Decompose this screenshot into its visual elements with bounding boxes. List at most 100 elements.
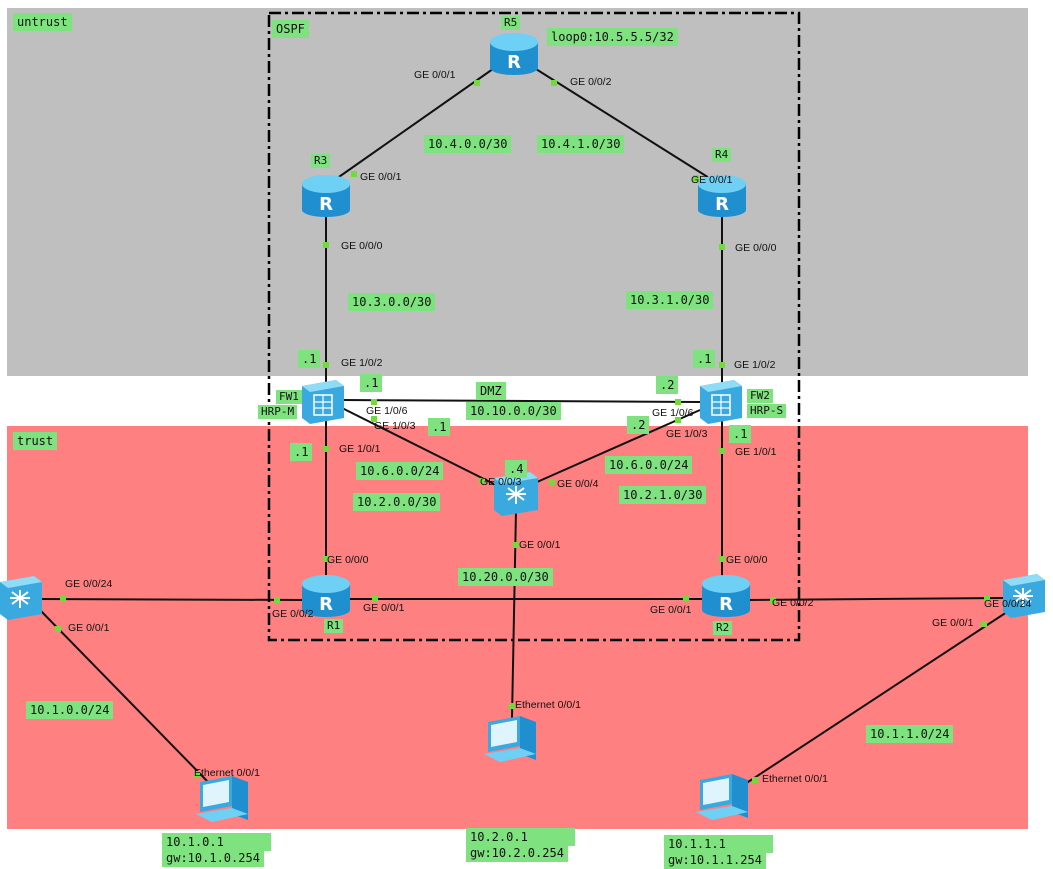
svg-text:R: R: [507, 52, 521, 73]
port-label: GE 0/0/0: [726, 554, 768, 566]
subnet-label: 10.3.1.0/30: [626, 291, 714, 309]
port-label: GE 0/0/0: [735, 242, 777, 254]
link-r5-r3: [325, 63, 501, 187]
port-label: GE 0/0/0: [341, 240, 383, 252]
subnet-label: 10.3.0.0/30: [348, 293, 436, 311]
port-label: GE 0/0/24: [65, 578, 113, 590]
router-r4-icon: R: [698, 175, 746, 217]
port-label: GE 0/0/1: [68, 622, 110, 634]
port-label: GE 1/0/6: [366, 405, 408, 417]
svg-text:R: R: [715, 194, 729, 215]
port-label: Ethernet 0/0/1: [194, 767, 260, 779]
fw1-ge103-address: .1: [428, 418, 451, 436]
port-label: GE 1/0/1: [339, 443, 381, 455]
fw2-ge103-address: .2: [627, 416, 650, 434]
port-label: GE 0/0/1: [932, 617, 974, 629]
link-swl-r1: [39, 598, 305, 601]
switch-address: .4: [505, 460, 528, 478]
port-label: GE 0/0/2: [272, 608, 314, 620]
loopback-label: loop0:10.5.5.5/32: [547, 28, 678, 46]
port-label: GE 0/0/1: [650, 604, 692, 616]
port-label: GE 1/0/2: [341, 357, 383, 369]
link-sw-pc2: [511, 509, 517, 719]
pc-2-icon: [484, 716, 536, 762]
subnet-label: 10.4.0.0/30: [424, 135, 512, 153]
router-r2-icon: R: [702, 575, 750, 617]
svg-text:R: R: [719, 594, 733, 615]
pc1-gw-label: gw:10.1.0.254: [162, 849, 264, 867]
svg-text:R: R: [319, 194, 333, 215]
port-label: GE 0/0/2: [772, 597, 814, 609]
device-label-r3: R3: [311, 154, 331, 168]
port-label: GE 0/0/3: [480, 476, 522, 488]
device-label-fw2-role: HRP-S: [747, 404, 787, 418]
pc3-gw-label: gw:10.1.1.254: [664, 851, 766, 869]
subnet-label: 10.10.0.0/30: [466, 402, 561, 420]
pc3-ip-label: 10.1.1.1: [664, 835, 773, 853]
subnet-label: 10.1.0.0/24: [26, 701, 114, 719]
port-label: GE 0/0/0: [327, 554, 369, 566]
port-label: GE 0/0/1: [519, 539, 561, 551]
subnet-label: 10.6.0.0/24: [605, 456, 693, 474]
port-label: GE 0/0/2: [570, 76, 612, 88]
device-label-fw1-role: HRP-M: [258, 405, 298, 419]
pc2-ip-label: 10.2.0.1: [466, 828, 575, 846]
device-label-fw2: FW2: [747, 389, 773, 403]
port-label: GE 0/0/1: [414, 69, 456, 81]
fw2-ge101-address: .1: [729, 425, 752, 443]
subnet-label: 10.6.0.0/24: [356, 462, 444, 480]
port-label: GE 1/0/3: [374, 420, 416, 432]
device-label-r4: R4: [712, 148, 732, 162]
port-label: GE 0/0/4: [557, 478, 599, 490]
port-label: Ethernet 0/0/1: [515, 699, 581, 711]
device-label-r5: R5: [501, 16, 521, 30]
link-swr-pc3: [744, 609, 1011, 785]
fw1-ge101-address: .1: [290, 443, 313, 461]
link-fw1-fw2: [341, 399, 701, 403]
ospf-area-label: OSPF: [272, 20, 309, 38]
untrust-zone-label: untrust: [13, 13, 72, 31]
link-r2-swr: [747, 597, 1004, 601]
port-label: GE 1/0/2: [734, 359, 776, 371]
fw1-ge102-address: .1: [298, 350, 321, 368]
ospf-boundary: [267, 11, 801, 642]
subnet-label: 10.2.1.0/30: [619, 486, 707, 504]
router-r5-icon: R: [490, 33, 538, 75]
pc2-gw-label: gw:10.2.0.254: [466, 844, 568, 862]
pc-1-icon: [196, 776, 248, 822]
port-label: GE 1/0/1: [735, 446, 777, 458]
port-label: GE 0/0/1: [363, 602, 405, 614]
link-swl-pc1: [39, 609, 211, 785]
dmz-zone-label: DMZ: [476, 382, 506, 400]
fw2-ge106-address: .2: [656, 376, 679, 394]
port-label: GE 0/0/1: [360, 171, 402, 183]
fw1-ge106-address: .1: [360, 374, 383, 392]
subnet-label: 10.2.0.0/30: [353, 493, 441, 511]
port-label: GE 1/0/6: [652, 407, 694, 419]
port-label: GE 0/0/24: [984, 598, 1032, 610]
router-r3-icon: R: [302, 175, 350, 217]
subnet-label: 10.4.1.0/30: [537, 135, 625, 153]
subnet-label: 10.20.0.0/30: [458, 568, 553, 586]
device-label-r2: R2: [713, 621, 733, 635]
fw2-ge102-address: .1: [693, 350, 716, 368]
switch-left-icon: [0, 576, 42, 620]
router-r1-icon: R: [302, 575, 350, 617]
device-label-fw1: FW1: [276, 390, 302, 404]
trust-zone-label: trust: [13, 432, 58, 450]
port-label: GE 1/0/3: [666, 428, 708, 440]
firewall-fw2-icon: [700, 380, 742, 424]
device-label-r1: R1: [324, 619, 344, 633]
pc1-ip-label: 10.1.0.1: [162, 833, 271, 851]
subnet-label: 10.1.1.0/24: [866, 725, 954, 743]
switch-right-icon: [1003, 574, 1045, 618]
firewall-fw1-icon: [302, 380, 344, 424]
port-label: GE 0/0/1: [691, 174, 733, 186]
link-fw2-sw: [527, 409, 701, 487]
pc-3-icon: [696, 774, 748, 820]
link-r5-r4: [527, 63, 723, 187]
port-label: Ethernet 0/0/1: [762, 773, 828, 785]
link-fw1-sw: [341, 407, 499, 487]
